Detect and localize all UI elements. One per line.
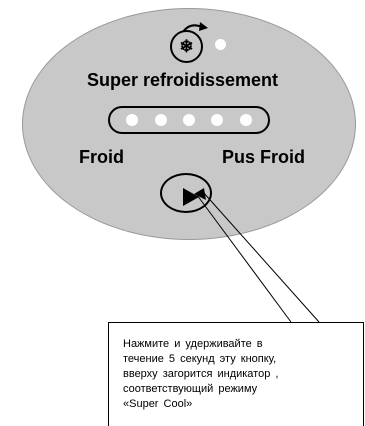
label-plus-froid: Pus Froid (222, 147, 306, 167)
super-cool-indicator-light (215, 39, 226, 50)
level-led (211, 114, 224, 126)
level-led (182, 114, 195, 126)
callout-line (202, 191, 320, 323)
instruction-callout: Нажмите и удерживайте в течение 5 секунд… (108, 322, 364, 426)
super-cool-button[interactable] (160, 173, 212, 213)
level-led (126, 114, 139, 126)
snowflake-icon: ❄ (170, 30, 203, 63)
play-arrow-icon (183, 188, 199, 206)
callout-arrowhead (194, 188, 206, 200)
label-froid: Froid (79, 147, 124, 167)
mode-title: Super refroidissement (86, 70, 279, 90)
callout-line (196, 194, 292, 323)
snowflake-glyph: ❄ (179, 37, 194, 56)
level-led (154, 114, 167, 126)
level-indicator-bar (108, 106, 270, 134)
level-led (239, 114, 252, 126)
